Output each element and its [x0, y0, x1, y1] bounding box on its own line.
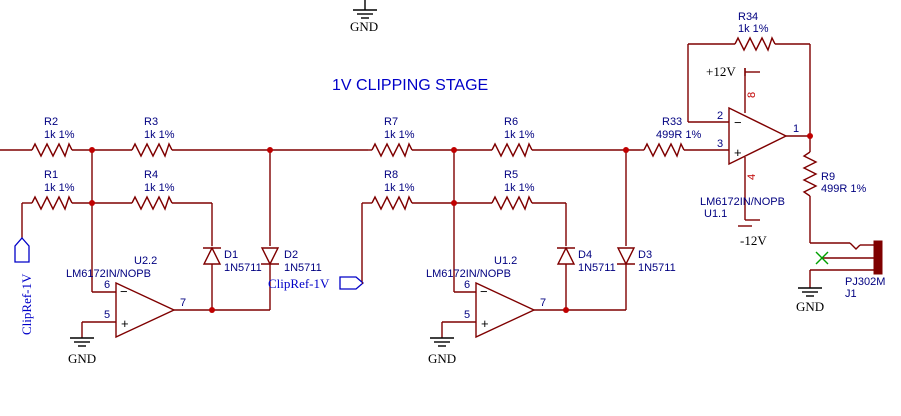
resistor-r1: R1 1k 1%: [31, 169, 75, 211]
diode-d1: D1 1N5711: [202, 246, 262, 274]
svg-text:R2: R2: [44, 116, 58, 128]
svg-text:6: 6: [104, 279, 110, 291]
svg-text:R4: R4: [144, 169, 158, 181]
svg-text:1N5711: 1N5711: [224, 262, 262, 274]
svg-text:1k 1%: 1k 1%: [384, 182, 415, 194]
svg-text:D4: D4: [578, 249, 592, 261]
svg-text:U1.2: U1.2: [494, 255, 517, 267]
resistor-r3: R3 1k 1%: [131, 116, 175, 158]
resistor-r34: R34 1k 1%: [734, 11, 776, 52]
svg-text:499R 1%: 499R 1%: [821, 183, 866, 195]
svg-text:R7: R7: [384, 116, 398, 128]
svg-text:ClipRef-1V: ClipRef-1V: [19, 273, 34, 335]
svg-text:+: +: [121, 316, 129, 331]
clipref-port-left: ClipRef-1V: [14, 237, 34, 335]
svg-text:R3: R3: [144, 116, 158, 128]
svg-text:R1: R1: [44, 169, 58, 181]
stage-title: 1V CLIPPING STAGE: [332, 77, 488, 94]
svg-text:GND: GND: [68, 351, 96, 366]
svg-text:+: +: [734, 145, 742, 160]
resistor-r8: R8 1k 1%: [371, 169, 415, 211]
svg-text:R5: R5: [504, 169, 518, 181]
svg-text:R33: R33: [662, 116, 682, 128]
resistor-r33: R33 499R 1%: [643, 116, 701, 158]
svg-text:499R 1%: 499R 1%: [656, 129, 701, 141]
svg-text:+: +: [481, 316, 489, 331]
gnd-label-top: GND: [350, 19, 378, 34]
diode-d3: D3 1N5711: [616, 247, 676, 274]
resistor-r6: R6 1k 1%: [491, 116, 535, 158]
svg-text:D2: D2: [284, 249, 298, 261]
svg-text:+12V: +12V: [706, 64, 736, 79]
svg-text:7: 7: [540, 297, 546, 309]
stage1-wires: [0, 149, 368, 338]
power-neg-12v: -12V: [738, 225, 767, 248]
gnd-symbol-top: GND: [350, 0, 378, 34]
svg-text:R8: R8: [384, 169, 398, 181]
svg-text:−: −: [120, 284, 128, 299]
svg-text:U2.2: U2.2: [134, 255, 157, 267]
opamp-u1-1: − + 2 3 1 8 4 LM6172IN/NOPB U1.1: [700, 92, 799, 220]
svg-text:LM6172IN/NOPB: LM6172IN/NOPB: [66, 268, 151, 280]
svg-text:J1: J1: [845, 288, 857, 300]
svg-text:PJ302M: PJ302M: [845, 276, 885, 288]
svg-text:1N5711: 1N5711: [284, 262, 322, 274]
svg-text:1k 1%: 1k 1%: [44, 182, 75, 194]
svg-text:8: 8: [746, 92, 758, 98]
resistor-r9: R9 499R 1%: [802, 151, 866, 197]
power-pos-12v: +12V: [706, 64, 760, 79]
svg-text:ClipRef-1V: ClipRef-1V: [268, 276, 330, 291]
svg-text:5: 5: [104, 309, 110, 321]
svg-text:1k 1%: 1k 1%: [144, 129, 175, 141]
svg-text:1k 1%: 1k 1%: [144, 182, 175, 194]
resistor-r4: R4 1k 1%: [131, 169, 175, 211]
svg-text:1k 1%: 1k 1%: [504, 129, 535, 141]
svg-text:−: −: [480, 284, 488, 299]
svg-text:D3: D3: [638, 249, 652, 261]
svg-text:GND: GND: [428, 351, 456, 366]
svg-text:R9: R9: [821, 171, 835, 183]
svg-text:R6: R6: [504, 116, 518, 128]
gnd-symbol-stage2: GND: [428, 337, 456, 366]
output-wires: [640, 43, 850, 244]
resistor-r5: R5 1k 1%: [491, 169, 535, 211]
svg-text:2: 2: [717, 110, 723, 122]
svg-text:−: −: [734, 115, 742, 130]
svg-text:1k 1%: 1k 1%: [504, 182, 535, 194]
svg-text:3: 3: [717, 138, 723, 150]
output-junctions: [807, 133, 813, 139]
gnd-symbol-output: GND: [796, 287, 824, 314]
opamp-u2-2: − + 6 5 7 U2.2 LM6172IN/NOPB: [66, 255, 186, 339]
svg-text:D1: D1: [224, 249, 238, 261]
svg-text:6: 6: [464, 279, 470, 291]
svg-text:5: 5: [464, 309, 470, 321]
svg-text:1: 1: [793, 123, 799, 135]
resistor-r2: R2 1k 1%: [31, 116, 75, 158]
svg-text:1k 1%: 1k 1%: [384, 129, 415, 141]
opamp-u1-2: − + 6 5 7 U1.2 LM6172IN/NOPB: [426, 255, 546, 339]
svg-text:1k 1%: 1k 1%: [44, 129, 75, 141]
svg-text:U1.1: U1.1: [704, 208, 727, 220]
svg-text:7: 7: [180, 297, 186, 309]
diode-d4: D4 1N5711: [556, 246, 616, 274]
diode-d2: D2 1N5711: [260, 247, 322, 274]
svg-text:GND: GND: [796, 299, 824, 314]
resistor-r7: R7 1k 1%: [371, 116, 415, 158]
svg-text:1N5711: 1N5711: [638, 262, 676, 274]
clipref-port-mid: ClipRef-1V: [268, 276, 364, 291]
stage1-junctions: [89, 147, 273, 313]
svg-text:-12V: -12V: [740, 233, 767, 248]
svg-text:R34: R34: [738, 11, 758, 23]
svg-text:4: 4: [746, 174, 758, 180]
stage2-junctions: [451, 147, 629, 313]
svg-text:LM6172IN/NOPB: LM6172IN/NOPB: [426, 268, 511, 280]
svg-text:LM6172IN/NOPB: LM6172IN/NOPB: [700, 196, 785, 208]
svg-text:1N5711: 1N5711: [578, 262, 616, 274]
svg-text:1k 1%: 1k 1%: [738, 23, 769, 35]
gnd-symbol-stage1: GND: [68, 337, 96, 366]
jack-connector-j1: PJ302M J1: [809, 240, 885, 300]
